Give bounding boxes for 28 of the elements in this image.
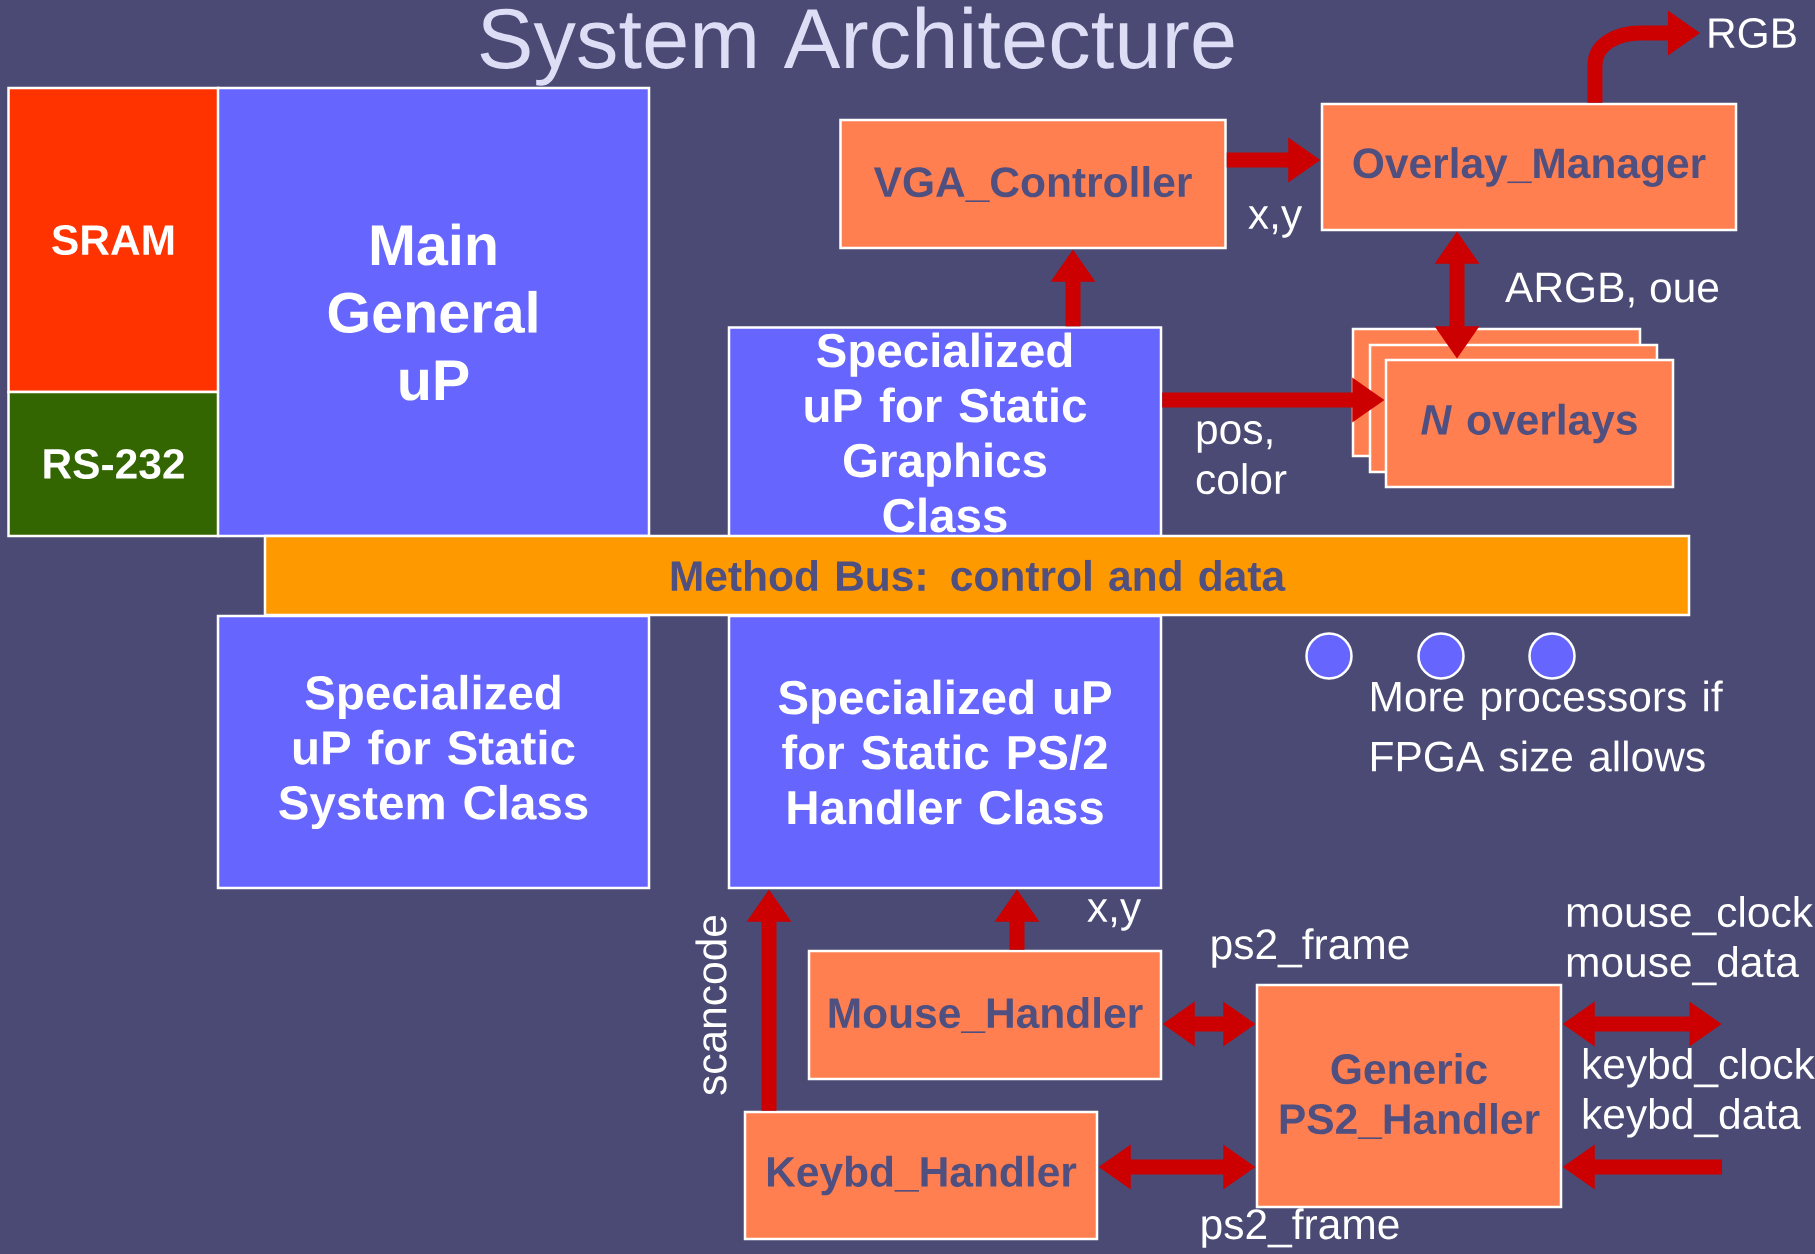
processor-box: Main General uP [216,86,651,538]
process-box: VGA_Controller [839,118,1227,250]
stacked-box: N overlays [1351,327,1675,489]
bus-bar: Method Bus: control and data [263,534,1691,617]
process-box: Keybd_Handler [743,1110,1099,1241]
memory-box: SRAM [7,86,220,394]
process-box: Overlay_Manager [1320,102,1738,232]
title: System Architecture [480,6,1234,86]
edge-label: ps2_frame [1202,1208,1399,1248]
edge-label: pos, color [1196,421,1287,495]
processor-box: Specialized uP for Static PS/2 Handler Class [727,614,1163,890]
output-label: RGB [1709,17,1796,49]
note: More processors if FPGA size allows [1372,680,1723,772]
interface-box: RS-232 [7,390,220,538]
edge-label: ps2_frame [1212,928,1409,968]
process-box: Mouse_Handler [807,949,1163,1081]
edge-label: x,y [1248,206,1303,238]
circle [1528,632,1576,680]
edge-label: keybd_clock keybd_data [1583,1048,1815,1138]
circle [1305,632,1353,680]
edge-label: x,y [1087,899,1142,931]
edge-label: ARGB, oue [1505,272,1719,308]
processor-box: Specialized uP for Static Graphics Class [727,326,1163,539]
process-box: Generic PS2_Handler [1255,983,1563,1209]
edge-label: mouse_clock mouse_data [1567,896,1814,986]
processor-box: Specialized uP for Static System Class [216,614,651,890]
circle [1417,632,1465,680]
edge-label: scancode [695,915,727,1095]
